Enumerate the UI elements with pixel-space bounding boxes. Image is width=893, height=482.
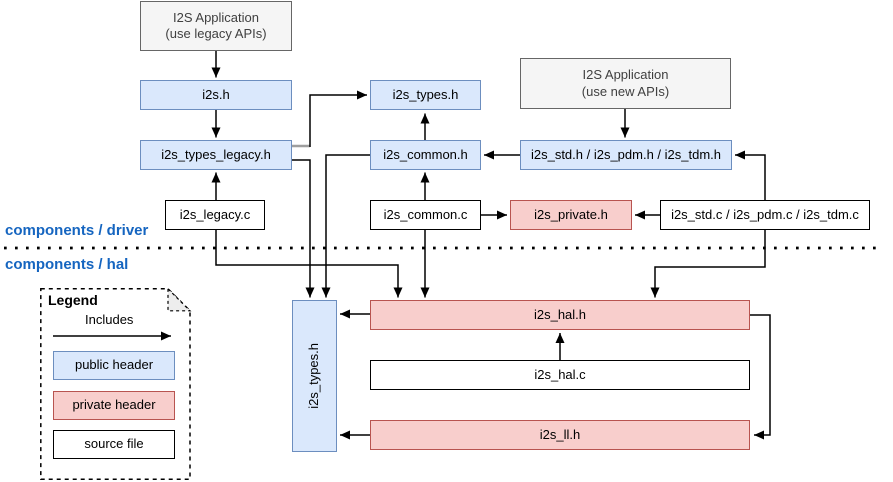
- legend-public-header-swatch: public header: [53, 351, 175, 380]
- node-i2s-application-legacy: I2S Application (use legacy APIs): [140, 1, 292, 51]
- node-i2s-legacy-c: i2s_legacy.c: [165, 200, 265, 230]
- region-label-components-hal: components / hal: [5, 256, 129, 273]
- edge-hal-h-to-ll-h: [750, 314, 771, 440]
- node-i2s-common-h: i2s_common.h: [370, 140, 481, 170]
- node-i2s-common-c: i2s_common.c: [370, 200, 481, 230]
- legend-source-file-swatch: source file: [53, 430, 175, 459]
- edge-types-legacy-h-to-types-h-hal: [292, 159, 315, 298]
- node-i2s-hal-h: i2s_hal.h: [370, 300, 750, 330]
- node-i2s-private-h: i2s_private.h: [510, 200, 632, 230]
- edge-legacy-c-to-hal-h: [215, 230, 403, 298]
- app-legacy-line2: (use legacy APIs): [165, 26, 267, 41]
- node-i2s-types-h-hal: i2s_types.h: [292, 300, 337, 452]
- edge-std-c-to-std-h: [735, 150, 766, 200]
- node-i2s-h: i2s.h: [140, 80, 292, 110]
- legend-title: Legend: [48, 292, 98, 308]
- edge-types-legacy-h-to-types-h: [309, 90, 367, 147]
- app-new-line1: I2S Application: [582, 67, 669, 83]
- node-i2s-ll-h: i2s_ll.h: [370, 420, 750, 450]
- node-i2s-application-new: I2S Application (use new APIs): [520, 58, 731, 109]
- legend-private-header-swatch: private header: [53, 391, 175, 420]
- node-i2s-types-legacy-h: i2s_types_legacy.h: [140, 140, 292, 170]
- node-i2s-std-pdm-tdm-c: i2s_std.c / i2s_pdm.c / i2s_tdm.c: [660, 200, 870, 230]
- node-i2s-types-h: i2s_types.h: [370, 80, 481, 110]
- region-label-components-driver: components / driver: [5, 222, 149, 239]
- node-i2s-std-pdm-tdm-h: i2s_std.h / i2s_pdm.h / i2s_tdm.h: [520, 140, 732, 170]
- node-i2s-hal-c: i2s_hal.c: [370, 360, 750, 390]
- edge-common-h-to-types-h-hal: [321, 154, 370, 298]
- legend-includes-label: Includes: [85, 312, 134, 327]
- legend-dogear-fold: [167, 287, 192, 312]
- edge-std-c-to-hal-h: [650, 230, 766, 298]
- app-new-line2: (use new APIs): [581, 83, 670, 99]
- app-legacy-line1: I2S Application: [172, 9, 259, 25]
